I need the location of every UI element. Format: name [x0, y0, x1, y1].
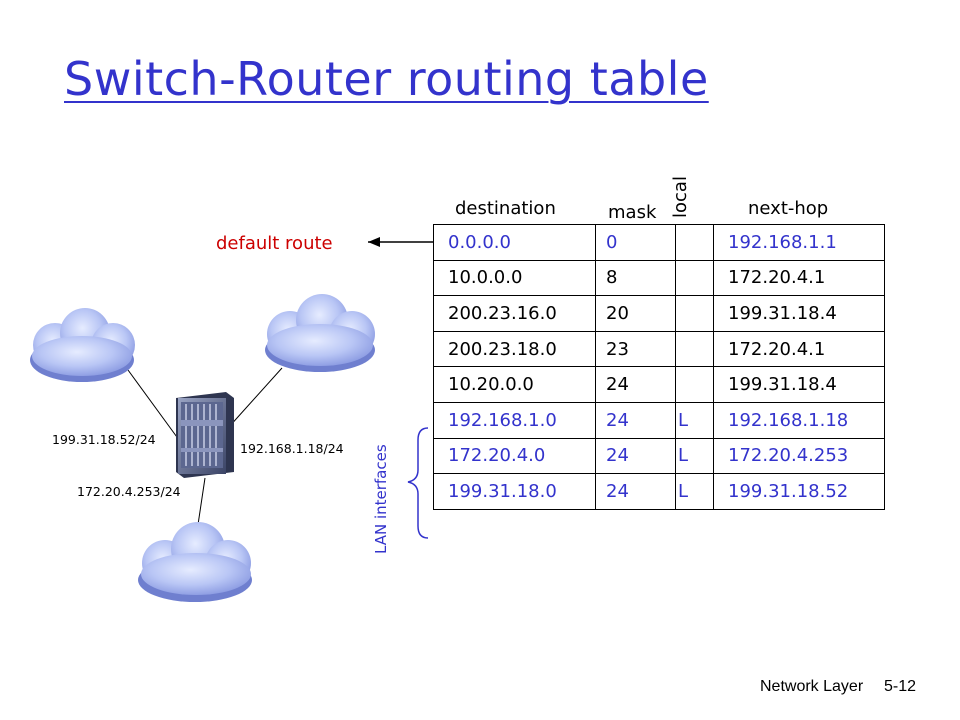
table-cell-next-hop: 172.20.4.1	[713, 330, 885, 368]
table-cell-next-hop: 172.20.4.1	[713, 259, 885, 297]
table-cell-mask: 24	[595, 401, 676, 439]
table-cell-destination: 200.23.18.0	[433, 330, 596, 368]
table-cell-mask: 24	[595, 437, 676, 475]
lan-interfaces-label: LAN interfaces	[372, 444, 390, 554]
link-left	[127, 369, 183, 445]
table-cell-mask: 23	[595, 330, 676, 368]
table-cell-destination: 192.168.1.0	[433, 401, 596, 439]
brace-icon	[407, 427, 429, 539]
table-cell-mask: 20	[595, 295, 676, 332]
cloud-icon	[30, 308, 135, 382]
table-cell-next-hop: 172.20.4.253	[713, 437, 885, 475]
header-destination: destination	[455, 198, 556, 219]
link-right	[227, 367, 283, 429]
table-cell-destination: 0.0.0.0	[433, 224, 596, 261]
table-cell-local	[675, 259, 714, 297]
table-cell-next-hop: 192.168.1.18	[713, 401, 885, 439]
table-cell-destination: 199.31.18.0	[433, 473, 596, 510]
table-cell-local: L	[675, 473, 714, 510]
table-cell-destination: 10.20.0.0	[433, 366, 596, 403]
header-next-hop: next-hop	[748, 198, 829, 219]
switch-router-icon	[176, 392, 234, 478]
table-cell-local	[675, 330, 714, 368]
default-route-label: default route	[216, 233, 333, 254]
table-cell-mask: 24	[595, 473, 676, 510]
interface-label-bottom: 172.20.4.253/24	[77, 484, 181, 499]
table-cell-local: L	[675, 401, 714, 439]
header-local: local	[670, 176, 691, 218]
table-cell-local: L	[675, 437, 714, 475]
page-title: Switch-Router routing table	[64, 52, 709, 106]
table-cell-mask: 8	[595, 259, 676, 297]
interface-label-right: 192.168.1.18/24	[240, 441, 344, 456]
arrow-icon	[368, 237, 433, 247]
table-cell-local	[675, 224, 714, 261]
header-mask: mask	[608, 202, 657, 223]
table-cell-next-hop: 199.31.18.4	[713, 366, 885, 403]
footer-section: Network Layer	[760, 678, 864, 695]
table-cell-mask: 24	[595, 366, 676, 403]
table-cell-destination: 10.0.0.0	[433, 259, 596, 297]
cloud-icon	[265, 294, 375, 372]
table-cell-next-hop: 192.168.1.1	[713, 224, 885, 261]
footer-page-number: 5-12	[884, 678, 917, 695]
table-cell-destination: 200.23.16.0	[433, 295, 596, 332]
cloud-icon	[138, 522, 252, 602]
interface-label-left: 199.31.18.52/24	[52, 432, 156, 447]
table-cell-destination: 172.20.4.0	[433, 437, 596, 475]
table-cell-next-hop: 199.31.18.4	[713, 295, 885, 332]
table-cell-local	[675, 366, 714, 403]
table-cell-mask: 0	[595, 224, 676, 261]
table-cell-local	[675, 295, 714, 332]
table-cell-next-hop: 199.31.18.52	[713, 473, 885, 510]
